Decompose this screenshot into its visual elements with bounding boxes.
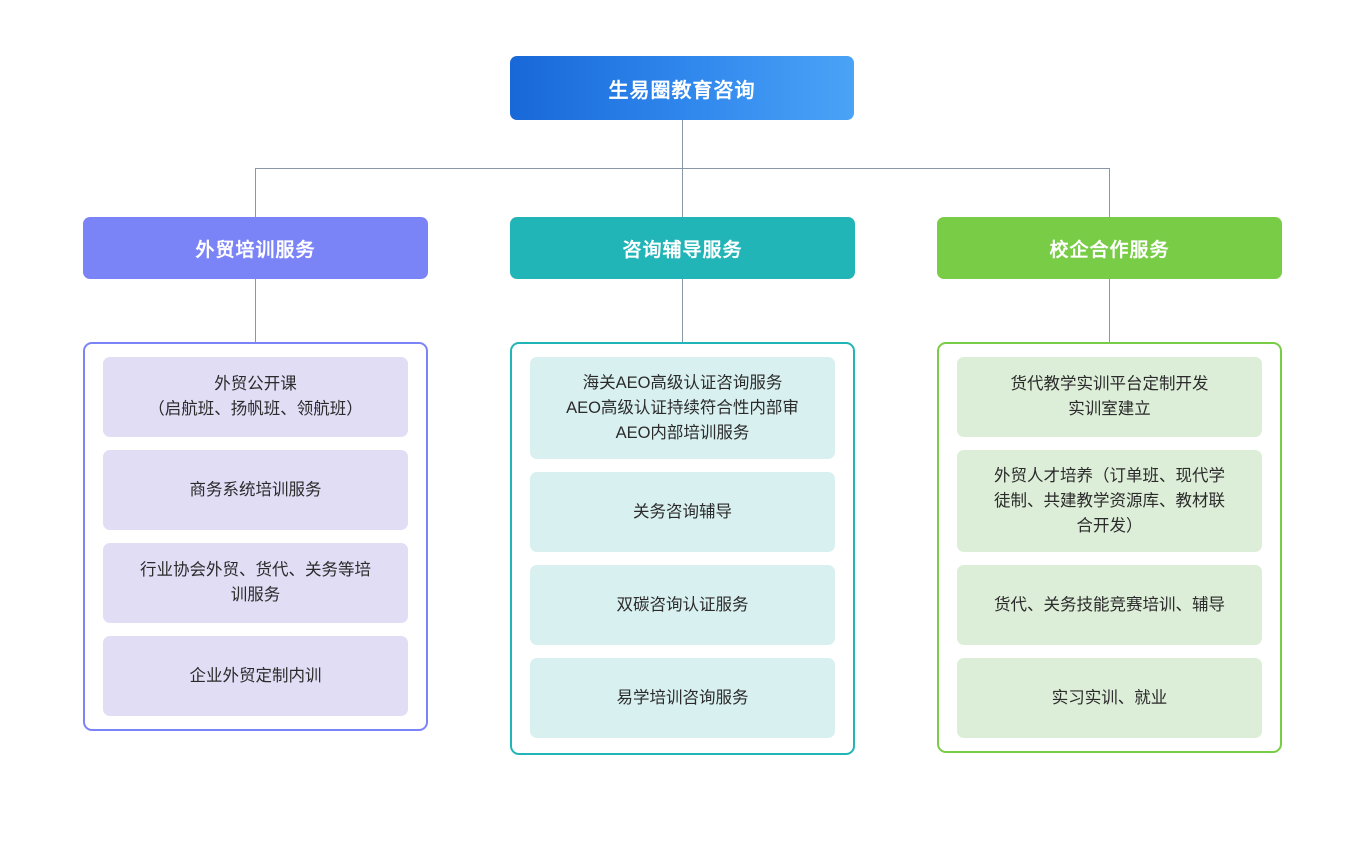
leaf-card[interactable]: 货代教学实训平台定制开发 实训室建立 <box>957 357 1262 437</box>
branch-column-1: 外贸培训服务 外贸公开课 （启航班、扬帆班、领航班） 商务系统培训服务 行业协会… <box>83 217 428 731</box>
root-node-label: 生易圈教育咨询 <box>608 79 756 102</box>
leaf-card-text: 外贸人才培养（订单班、现代学 徒制、共建教学资源库、教材联 合开发） <box>994 464 1225 538</box>
leaf-line: 实训室建立 <box>1068 400 1151 418</box>
connector-header-to-group-2 <box>682 279 683 342</box>
leaf-card[interactable]: 双碳咨询认证服务 <box>530 565 835 646</box>
leaf-line: 企业外贸定制内训 <box>189 666 322 685</box>
branch-group-box-2: 海关AEO高级认证咨询服务 AEO高级认证持续符合性内部审 AEO内部培训服务 … <box>510 342 855 756</box>
leaf-card-text: 外贸公开课 （启航班、扬帆班、领航班） <box>148 372 363 422</box>
leaf-card[interactable]: 外贸人才培养（订单班、现代学 徒制、共建教学资源库、教材联 合开发） <box>957 450 1262 553</box>
leaf-card-text: 货代教学实训平台定制开发 实训室建立 <box>1011 372 1209 422</box>
leaf-card-text: 企业外贸定制内训 <box>190 664 322 689</box>
connector-header-to-group-1 <box>255 279 256 342</box>
branch-header-2-label: 咨询辅导服务 <box>622 239 743 261</box>
leaf-card[interactable]: 货代、关务技能竞赛培训、辅导 <box>957 565 1262 646</box>
leaf-card[interactable]: 易学培训咨询服务 <box>530 658 835 739</box>
leaf-card[interactable]: 商务系统培训服务 <box>103 450 408 530</box>
leaf-card[interactable]: 实习实训、就业 <box>957 658 1262 739</box>
branch-header-1[interactable]: 外贸培训服务 <box>83 217 428 279</box>
connector-drop-column-2 <box>682 168 683 217</box>
leaf-card[interactable]: 行业协会外贸、货代、关务等培 训服务 <box>103 543 408 623</box>
branch-group-box-3: 货代教学实训平台定制开发 实训室建立 外贸人才培养（订单班、现代学 徒制、共建教… <box>937 342 1282 754</box>
leaf-line: （启航班、扬帆班、领航班） <box>148 400 363 418</box>
leaf-line: 训服务 <box>230 586 281 604</box>
leaf-line: 商务系统培训服务 <box>189 480 322 499</box>
branch-header-3-label: 校企合作服务 <box>1049 239 1170 261</box>
connector-header-to-group-3 <box>1109 279 1110 342</box>
leaf-card-text: 实习实训、就业 <box>1052 686 1168 711</box>
branch-header-1-label: 外贸培训服务 <box>195 239 316 261</box>
leaf-line: 双碳咨询认证服务 <box>616 595 749 614</box>
branch-header-2[interactable]: 咨询辅导服务 <box>510 217 855 279</box>
leaf-card-text: 易学培训咨询服务 <box>617 686 749 711</box>
leaf-line: 外贸公开课 <box>214 375 297 394</box>
branch-column-3: 校企合作服务 货代教学实训平台定制开发 实训室建立 外贸人才培养（订单班、现代学… <box>937 217 1282 754</box>
leaf-card-text: 关务咨询辅导 <box>633 500 732 525</box>
connector-root-stem <box>682 120 683 168</box>
leaf-line: AEO高级认证持续符合性内部审 <box>566 398 799 417</box>
leaf-line: 海关AEO高级认证咨询服务 <box>582 374 783 392</box>
branch-group-box-1: 外贸公开课 （启航班、扬帆班、领航班） 商务系统培训服务 行业协会外贸、货代、关… <box>83 342 428 731</box>
leaf-line: 易学培训咨询服务 <box>616 688 749 707</box>
leaf-card[interactable]: 海关AEO高级认证咨询服务 AEO高级认证持续符合性内部审 AEO内部培训服务 <box>530 357 835 460</box>
leaf-card-text: 双碳咨询认证服务 <box>617 593 749 618</box>
connector-drop-column-3 <box>1109 168 1110 217</box>
leaf-line: 关务咨询辅导 <box>633 502 732 521</box>
leaf-line: 外贸人才培养（订单班、现代学 <box>994 467 1225 485</box>
leaf-card-text: 货代、关务技能竞赛培训、辅导 <box>994 593 1225 618</box>
leaf-line: 徒制、共建教学资源库、教材联 <box>994 491 1225 510</box>
leaf-line: 行业协会外贸、货代、关务等培 <box>140 561 371 580</box>
leaf-line: AEO内部培训服务 <box>615 423 750 442</box>
leaf-line: 货代、关务技能竞赛培训、辅导 <box>994 595 1225 614</box>
leaf-line: 实习实训、就业 <box>1051 688 1168 707</box>
leaf-card-text: 商务系统培训服务 <box>190 478 322 503</box>
root-node[interactable]: 生易圈教育咨询 <box>510 56 854 120</box>
leaf-card[interactable]: 关务咨询辅导 <box>530 472 835 553</box>
leaf-card[interactable]: 外贸公开课 （启航班、扬帆班、领航班） <box>103 357 408 437</box>
branch-column-2: 咨询辅导服务 海关AEO高级认证咨询服务 AEO高级认证持续符合性内部审 AEO… <box>510 217 855 756</box>
leaf-card[interactable]: 企业外贸定制内训 <box>103 636 408 716</box>
connector-drop-column-1 <box>255 168 256 217</box>
leaf-line: 货代教学实训平台定制开发 <box>1010 375 1209 394</box>
leaf-line: 合开发） <box>1076 516 1143 535</box>
leaf-card-text: 行业协会外贸、货代、关务等培 训服务 <box>140 558 371 608</box>
branch-header-3[interactable]: 校企合作服务 <box>937 217 1282 279</box>
leaf-card-text: 海关AEO高级认证咨询服务 AEO高级认证持续符合性内部审 AEO内部培训服务 <box>566 371 799 445</box>
